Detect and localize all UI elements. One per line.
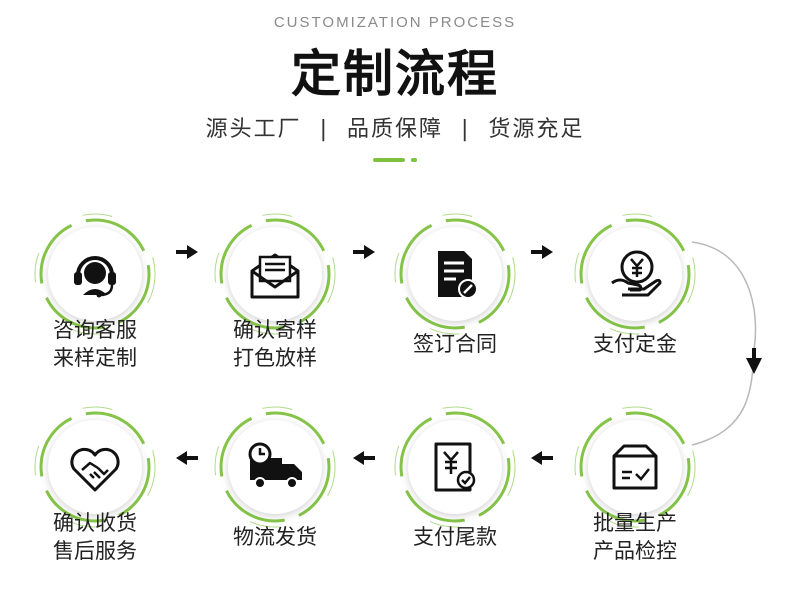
accent-dot [411, 158, 417, 162]
arrow-down-icon [746, 358, 762, 374]
page-title: 定制流程 [291, 45, 499, 103]
step-label: 确认收货 售后服务 [53, 511, 137, 563]
step-label: 确认寄样 打色放样 [233, 318, 317, 370]
step-circle [573, 212, 697, 336]
step-ring [214, 406, 336, 528]
step-label: 批量生产 产品检控 [593, 511, 677, 563]
step-ring [574, 213, 696, 335]
envelope-icon [244, 243, 306, 305]
step-circle-bg [588, 420, 682, 514]
step-ring [574, 406, 696, 528]
yuan-coin-hand-icon [604, 243, 666, 305]
contract-icon [424, 243, 486, 305]
step-circle [33, 212, 157, 336]
step-circle [393, 212, 517, 336]
yuan-receipt-icon [424, 436, 486, 498]
arrow-left-icon [176, 451, 198, 465]
headset-icon [64, 243, 126, 305]
step-label: 物流发货 [233, 525, 317, 549]
arrow-left-icon [531, 451, 553, 465]
step-ring [214, 213, 336, 335]
subtitle: 源头工厂 | 品质保障 | 货源充足 [205, 117, 585, 142]
connector-curve [691, 241, 762, 446]
arrow-right-icon [353, 245, 375, 259]
accent-bar [373, 158, 405, 162]
delivery-truck-icon [244, 436, 306, 498]
step-circle [33, 405, 157, 529]
step-label: 支付尾款 [413, 525, 497, 549]
step-circle [213, 212, 337, 336]
box-check-icon [604, 436, 666, 498]
step-ring [394, 406, 516, 528]
step-label: 签订合同 [413, 332, 497, 356]
arrow-left-icon [353, 451, 375, 465]
arrow-right-icon [531, 245, 553, 259]
step-ring [394, 213, 516, 335]
step-circle [573, 405, 697, 529]
handshake-heart-icon [64, 436, 126, 498]
step-label: 咨询客服 来样定制 [53, 318, 137, 370]
step-circle [393, 405, 517, 529]
arrow-right-icon [176, 245, 198, 259]
eyebrow-text: CUSTOMIZATION PROCESS [273, 14, 517, 31]
step-ring [34, 406, 156, 528]
step-circle [213, 405, 337, 529]
step-label: 支付定金 [593, 332, 677, 356]
step-ring [34, 213, 156, 335]
